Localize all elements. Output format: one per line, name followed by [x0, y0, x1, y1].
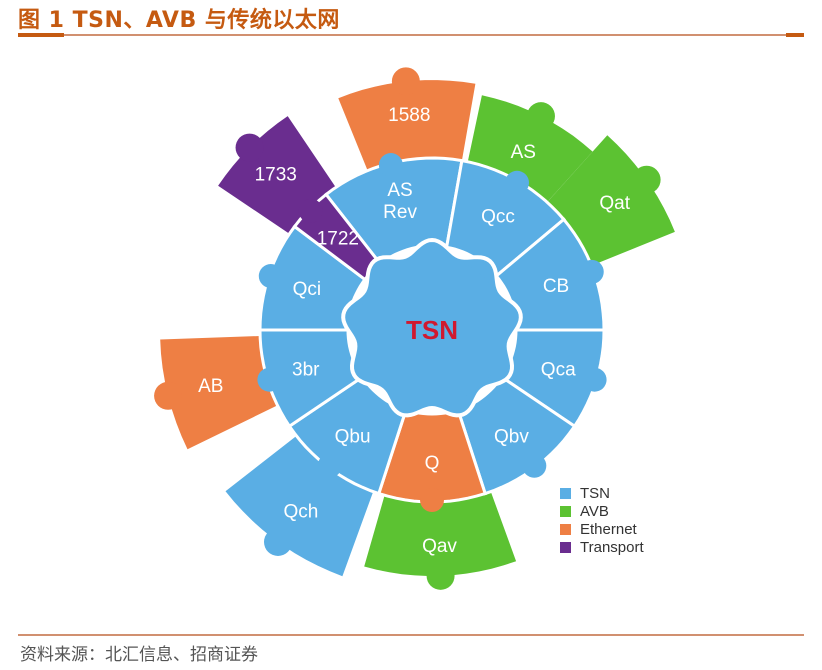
label-as-rev-line-1: Rev	[383, 202, 417, 223]
legend-swatch-avb	[560, 506, 571, 517]
piece-qch	[225, 435, 374, 577]
label-as: AS	[511, 142, 536, 163]
legend-label-ethernet: Ethernet	[580, 521, 638, 538]
piece-qat	[547, 135, 675, 266]
knob-qav	[426, 561, 455, 590]
legend-label-transport: Transport	[580, 539, 644, 556]
knob-qbu	[317, 453, 342, 478]
label-qch: Qch	[283, 501, 318, 522]
source-rule	[18, 634, 804, 636]
knob-qcc	[505, 170, 529, 195]
knob-q	[420, 488, 444, 512]
title-rule-accent-right	[786, 33, 804, 37]
knob-qbv	[522, 453, 547, 478]
knob-qat	[632, 165, 661, 194]
label-as-rev-line-0: AS	[387, 180, 412, 201]
label-qbv: Qbv	[494, 426, 529, 447]
center-disc	[358, 256, 506, 404]
label-qcc: Qcc	[481, 207, 515, 228]
label-qci: Qci	[293, 279, 322, 300]
label-qat: Qat	[599, 193, 630, 214]
title-rule-accent-left	[18, 33, 64, 37]
legend-swatch-transport	[560, 542, 571, 553]
legend-label-tsn: TSN	[580, 485, 610, 502]
label-ab: AB	[198, 376, 223, 397]
legend-label-avb: AVB	[580, 503, 609, 520]
label-1588: 1588	[388, 105, 430, 126]
label-1722: 1722	[317, 228, 359, 249]
label-qav: Qav	[422, 536, 457, 557]
knob-3br	[257, 367, 282, 392]
piece-ab	[160, 336, 278, 450]
source-note: 资料来源：北汇信息、招商证券	[20, 645, 258, 665]
center-piece: TSN	[341, 237, 523, 418]
center-label: TSN	[406, 315, 458, 345]
knob-as	[526, 102, 555, 131]
knob-ab	[154, 381, 183, 410]
knob-as-rev	[378, 153, 403, 178]
knob-1588	[391, 67, 420, 96]
legend-swatch-ethernet	[560, 524, 571, 535]
label-q: Q	[425, 453, 440, 474]
label-cb: CB	[543, 276, 569, 297]
title-rule	[18, 34, 804, 36]
label-qbu: Qbu	[335, 426, 371, 447]
legend-swatch-tsn	[560, 488, 571, 499]
piece-1588	[338, 80, 476, 171]
piece-qav	[364, 491, 517, 576]
label-1733: 1733	[255, 165, 297, 186]
knob-cb	[579, 259, 604, 284]
figure-title: 图 1 TSN、AVB 与传统以太网	[18, 8, 340, 33]
knob-qch	[264, 527, 293, 556]
knob-1722	[298, 198, 323, 223]
knob-qca	[582, 367, 607, 392]
label-qca: Qca	[541, 360, 576, 381]
knob-1733	[235, 133, 264, 162]
label-3br: 3br	[292, 360, 320, 381]
outer-ring	[154, 67, 675, 590]
knob-qci	[258, 264, 283, 289]
